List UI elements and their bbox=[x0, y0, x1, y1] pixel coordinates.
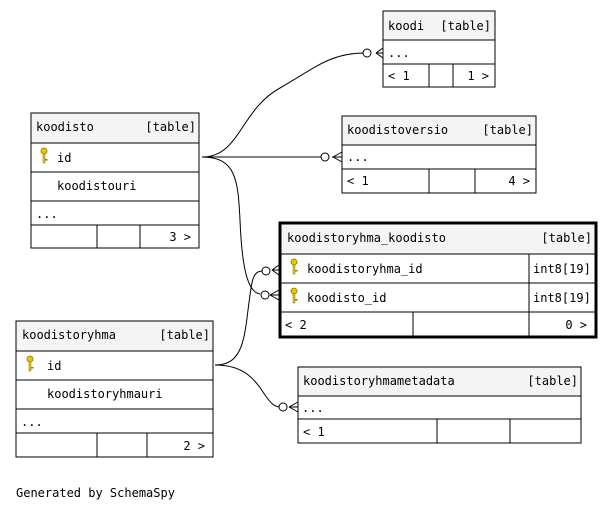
column-koodisto-id: koodisto_id bbox=[307, 291, 386, 305]
column-type: int8[19] bbox=[533, 291, 591, 305]
column-id: id bbox=[57, 151, 71, 165]
table-kind: [table] bbox=[440, 19, 491, 33]
table-title: koodistoryhmametadata bbox=[303, 374, 455, 388]
edge-koodistoryhma-metadata bbox=[214, 364, 281, 408]
table-title: koodistoversio bbox=[347, 123, 448, 137]
children-link[interactable]: 4 > bbox=[508, 174, 530, 188]
table-title: koodi bbox=[388, 19, 424, 33]
children-link[interactable]: 0 > bbox=[565, 318, 587, 332]
generated-by-footer: Generated by SchemaSpy bbox=[16, 486, 175, 500]
table-koodistoryhmametadata[interactable]: koodistoryhmametadata [table] ... < 1 bbox=[297, 366, 582, 444]
children-link[interactable]: 1 > bbox=[467, 69, 489, 83]
table-kind: [table] bbox=[145, 120, 196, 134]
relationship-edges bbox=[201, 47, 384, 413]
column-ellipsis: ... bbox=[36, 207, 58, 221]
parents-link[interactable]: < 1 bbox=[388, 69, 410, 83]
table-koodi[interactable]: koodi [table] ... < 1 1 > bbox=[382, 10, 496, 88]
table-kind: [table] bbox=[541, 231, 592, 245]
parents-link[interactable]: < 1 bbox=[347, 174, 369, 188]
table-koodistoversio[interactable]: koodistoversio [table] ... < 1 4 > bbox=[341, 115, 537, 194]
edge-koodisto-koodi bbox=[201, 52, 366, 158]
column-ellipsis: ... bbox=[302, 401, 324, 415]
edge-koodistoryhma-link bbox=[214, 270, 263, 366]
parents-link[interactable]: < 2 bbox=[285, 318, 307, 332]
table-title: koodistoryhma_koodisto bbox=[287, 231, 446, 245]
children-link[interactable]: 3 > bbox=[169, 230, 191, 244]
edge-koodisto-link bbox=[201, 156, 261, 295]
table-kind: [table] bbox=[482, 123, 533, 137]
column-koodistoryhmauri: koodistoryhmauri bbox=[47, 387, 163, 401]
table-koodistoryhma[interactable]: koodistoryhma [table] id koodistoryhmaur… bbox=[15, 320, 214, 458]
column-type: int8[19] bbox=[533, 262, 591, 276]
table-kind: [table] bbox=[527, 374, 578, 388]
table-koodisto[interactable]: koodisto [table] id koodistouri ... 3 > bbox=[30, 112, 200, 249]
table-title: koodisto bbox=[36, 120, 94, 134]
column-ellipsis: ... bbox=[21, 415, 43, 429]
column-ellipsis: ... bbox=[388, 46, 410, 60]
table-title: koodistoryhma bbox=[22, 328, 116, 342]
table-kind: [table] bbox=[159, 328, 210, 342]
children-link[interactable]: 2 > bbox=[183, 439, 205, 453]
column-koodistouri: koodistouri bbox=[57, 179, 136, 193]
column-id: id bbox=[47, 359, 61, 373]
column-koodistoryhma-id: koodistoryhma_id bbox=[307, 262, 423, 276]
table-koodistoryhma-koodisto[interactable]: koodistoryhma_koodisto [table] koodistor… bbox=[278, 221, 598, 339]
parents-link[interactable]: < 1 bbox=[303, 425, 325, 439]
column-ellipsis: ... bbox=[347, 150, 369, 164]
